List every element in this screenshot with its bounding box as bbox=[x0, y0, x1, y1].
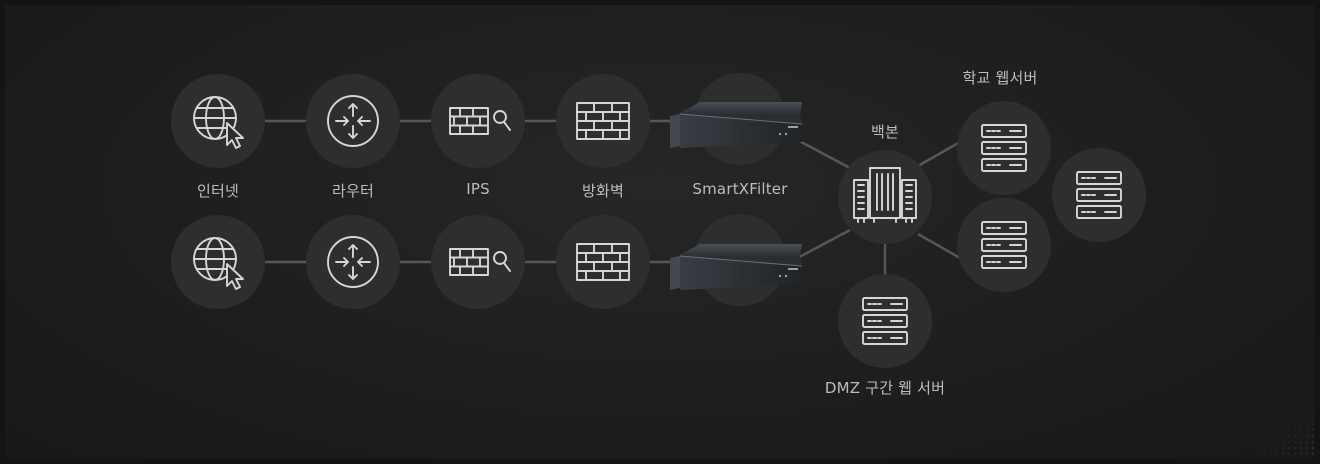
label-ips: IPS bbox=[466, 180, 490, 198]
dmz-server-node bbox=[838, 274, 932, 368]
router-node-1 bbox=[306, 74, 400, 168]
label-smartxfilter: SmartXFilter bbox=[692, 180, 788, 198]
label-internet: 인터넷 bbox=[196, 182, 240, 200]
internet-node-2 bbox=[171, 215, 265, 309]
rack-server-device bbox=[669, 243, 803, 291]
smartxfilter-node-2 bbox=[669, 214, 803, 306]
internet-node-1 bbox=[171, 74, 265, 168]
label-backbone: 백본 bbox=[870, 123, 900, 141]
link-backbone-server-2 bbox=[917, 232, 961, 260]
firewall-node-1 bbox=[556, 74, 650, 168]
backbone-node bbox=[838, 150, 932, 244]
ips-node-1 bbox=[431, 74, 525, 168]
label-dmz-web-server: DMZ 구간 웹 서버 bbox=[824, 379, 946, 397]
smartxfilter-node-1 bbox=[669, 73, 803, 165]
rack-server-device bbox=[669, 101, 803, 149]
network-diagram-canvas: 인터넷 라우터 IPS 방화벽 SmartXFilter 백본 학교 웹서버 D… bbox=[5, 5, 1314, 459]
label-router: 라우터 bbox=[331, 182, 375, 200]
firewall-node-2 bbox=[556, 215, 650, 309]
label-firewall: 방화벽 bbox=[581, 182, 625, 200]
dot-pattern-decoration bbox=[1244, 409, 1314, 459]
router-node-2 bbox=[306, 215, 400, 309]
school-server-node-3 bbox=[1052, 148, 1146, 242]
network-diagram bbox=[171, 73, 1146, 368]
ips-node-2 bbox=[431, 215, 525, 309]
school-server-node-1 bbox=[957, 101, 1051, 195]
school-server-node-2 bbox=[957, 198, 1051, 292]
link-backbone-server-1 bbox=[917, 140, 961, 168]
label-school-web-server: 학교 웹서버 bbox=[962, 69, 1038, 87]
